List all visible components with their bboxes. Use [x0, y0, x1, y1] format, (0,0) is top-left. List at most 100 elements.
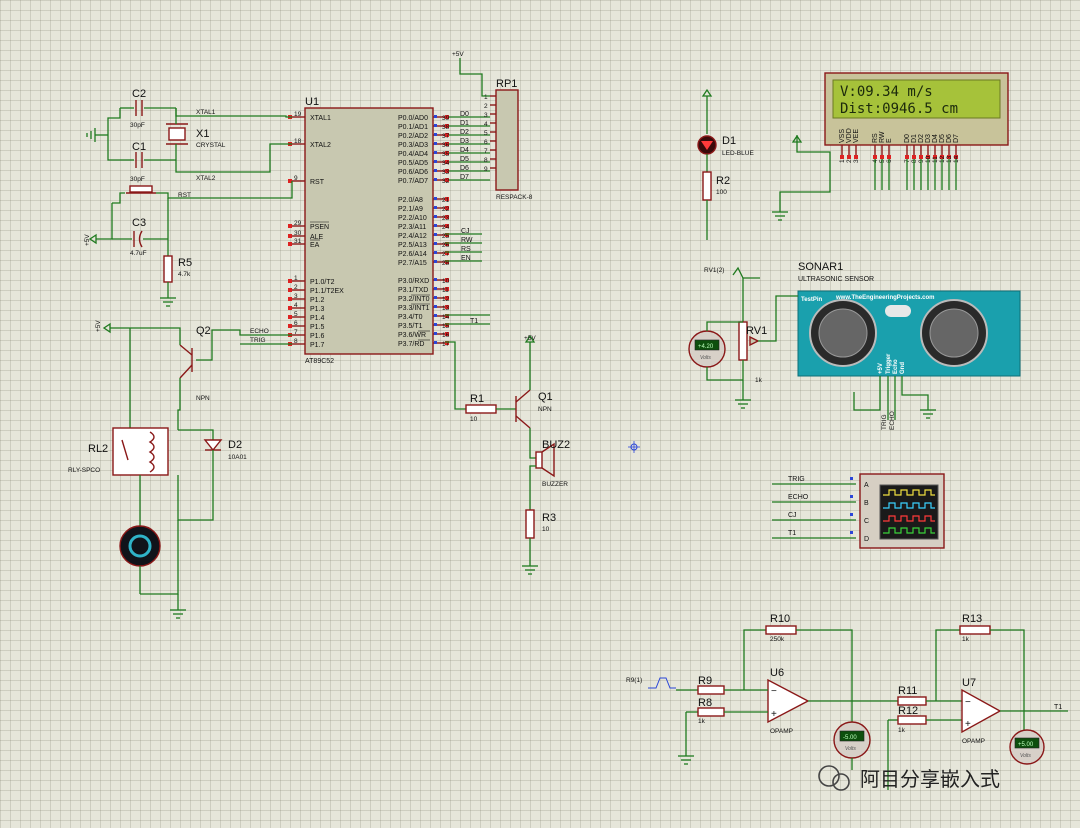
d1-val: LED-BLUE — [722, 150, 754, 157]
lcd-pin-name: D4 — [932, 134, 939, 143]
net-xtal2: XTAL2 — [196, 175, 216, 182]
r10-ref: R10 — [770, 613, 790, 625]
rl2-relay[interactable]: RL2 RLY-SPCO — [68, 427, 214, 526]
port2-nets: CJ RW RS EN T1 — [445, 228, 490, 325]
scope-channel-letter: B — [864, 500, 869, 507]
u1-pin-num: 13 — [442, 305, 450, 312]
u1-pin-name: P2.2/A10 — [398, 215, 427, 222]
u1-pin-name: P0.2/AD2 — [398, 133, 428, 140]
u6-opamp — [767, 678, 810, 724]
crystal-circuit[interactable]: C2 30pF C1 30pF X1 CRYSTAL XTAL1 XTAL2 — [86, 88, 292, 183]
relay-driver-circuit[interactable]: ECHO TRIG +5V Q2 NPN — [95, 320, 292, 430]
u1-microcontroller[interactable]: U1 AT89C52 19XTAL118XTAL29RST29PSEN30ALE… — [288, 96, 450, 365]
u1-pin-num: 27 — [442, 251, 450, 258]
scope-screen — [879, 484, 939, 540]
u6-part: OPAMP — [770, 728, 793, 735]
u1-pin-num: 1 — [294, 275, 298, 282]
reset-button[interactable] — [129, 185, 153, 193]
lcd-line2: Dist:0946.5 cm — [840, 101, 958, 117]
q1-val: NPN — [538, 406, 552, 413]
rp1-pin: 2 — [484, 103, 488, 110]
led-indicator[interactable]: D1 LED-BLUE R2 100 — [697, 88, 754, 240]
u1-pin-name: P1.7 — [310, 342, 325, 349]
u1-pin-name: P0.4/AD4 — [398, 151, 428, 158]
lcd-pin-num: 2 — [846, 159, 853, 163]
u1-pin-4[interactable]: 4P1.3 — [288, 302, 325, 313]
scope-channel-d[interactable]: DT1 — [772, 530, 869, 543]
wechat-icon — [818, 765, 840, 787]
sonar-testpin: TestPin — [801, 297, 823, 303]
watermark: 阿目分享嵌入式 — [818, 765, 1000, 791]
u1-pin-num: 8 — [294, 338, 298, 345]
u1-pin-3[interactable]: 3P1.2 — [288, 293, 325, 304]
u1-pin-6[interactable]: 6P1.5 — [288, 320, 325, 331]
lcd-pin-name: D6 — [946, 134, 953, 143]
sonar-pin-label: Echo — [893, 359, 899, 374]
u1-pin-num: 18 — [294, 138, 302, 145]
potentiometer-circuit[interactable]: RV1(2) RV1 1k +4.20 Volts — [688, 266, 798, 409]
u1-pin-name: P3.4/T0 — [398, 314, 423, 321]
d2-diode[interactable]: D2 10A01 — [203, 439, 247, 461]
u1-pin-num: 28 — [442, 260, 450, 267]
u1-pin-5[interactable]: 5P1.4 — [288, 311, 325, 322]
bus-label-d5: D5 — [460, 156, 469, 163]
rp1-pin: 1 — [484, 94, 488, 101]
lcd-pin-name: VDD — [846, 128, 853, 143]
opamp-section[interactable]: R9(1) R9 R8 1k − + U6 OPAMP R10 250k -5.… — [626, 613, 1068, 790]
net-trig: TRIG — [250, 337, 266, 344]
r9-ref: R9 — [698, 675, 712, 687]
sonar-pin-label: Trigger — [886, 353, 892, 374]
u1-pin-2[interactable]: 2P1.1/T2EX — [288, 284, 344, 295]
u1-pin-name: P2.4/A12 — [398, 233, 427, 240]
scope-channel-letter: A — [864, 482, 869, 489]
meter2-value: -5.00 — [843, 735, 857, 741]
u1-pin-1[interactable]: 1P1.0/T2 — [288, 275, 335, 286]
reset-circuit[interactable]: RST +5V C3 4.7uF R5 4.7k — [84, 181, 293, 307]
d2-ref: D2 — [228, 439, 242, 451]
net-rs: RS — [461, 246, 471, 253]
net-t1-out: T1 — [1054, 704, 1062, 711]
u1-pin-name: P0.0/AD0 — [398, 115, 428, 122]
lcd-display[interactable]: V:09.34 m/s Dist:0946.5 cm VSS1VDD2VEE3R… — [772, 72, 1009, 221]
u1-pin-name: P0.3/AD3 — [398, 142, 428, 149]
u1-pin-name: P0.6/AD6 — [398, 169, 428, 176]
u1-pin-num: 17 — [442, 341, 450, 348]
scope-channel-c[interactable]: CCJ — [772, 512, 869, 525]
ultrasonic-sensor[interactable]: SONAR1 ULTRASONIC SENSOR www.TheEngineer… — [797, 261, 1021, 430]
dc-motor[interactable] — [119, 520, 186, 619]
buzzer-driver-circuit[interactable]: R1 10 +5V Q1 NPN BUZ2 BUZZER R3 10 — [445, 334, 570, 575]
